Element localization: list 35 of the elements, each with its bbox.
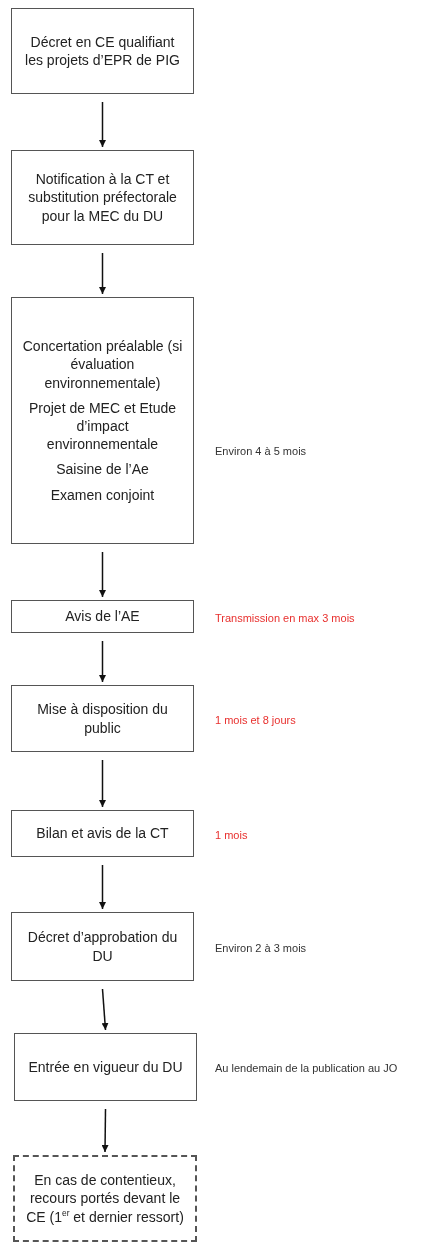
duration-note: 1 mois [215,829,248,841]
step-text: Entrée en vigueur du DU [28,1057,183,1077]
step-text: Notification à la CT et substitution préfectorale pour la MEC du DU [27,170,178,225]
step-text: Mise à disposition du public [36,700,169,737]
duration-note: Transmission en max 3 mois [215,612,355,624]
step-text: Décret d’approbation du DU [26,928,179,965]
process-box [11,600,194,633]
arrow [99,759,106,808]
step-text: En cas de contentieux, recours portés devant le CE (1$^{er}$ et dernier ressort) [25,1171,185,1226]
arrow [101,988,109,1031]
process-box [11,685,194,752]
arrow [99,101,106,148]
dashed-process-box [13,1155,197,1242]
process-box [11,810,194,857]
arrow [99,640,106,683]
arrow [99,551,106,598]
process-box [11,150,194,245]
arrow [101,1108,109,1153]
step-text: Projet de MEC et Etude d’impact environnementale [27,398,178,454]
duration-note: Environ 2 à 3 mois [215,942,307,954]
arrow [99,864,106,910]
process-box [11,297,194,544]
process-box [14,1033,197,1101]
arrow [99,252,106,295]
process-box [11,8,194,94]
step-text: Saisine de l’Ae [56,460,149,479]
duration-note: 1 mois et 8 jours [215,714,296,726]
duration-note: Environ 4 à 5 mois [215,445,307,457]
step-text: Concertation préalable (si évaluation environnementale) [21,337,184,392]
step-text: Bilan et avis de la CT [36,824,169,843]
step-text: Décret en CE qualifiant les projets d’EPR de PIG [24,32,181,70]
process-box [11,912,194,981]
duration-note: Au lendemain de la publication au JO [215,1062,398,1074]
step-text: Avis de l’AE [65,607,140,626]
step-text: Examen conjoint [50,485,155,504]
